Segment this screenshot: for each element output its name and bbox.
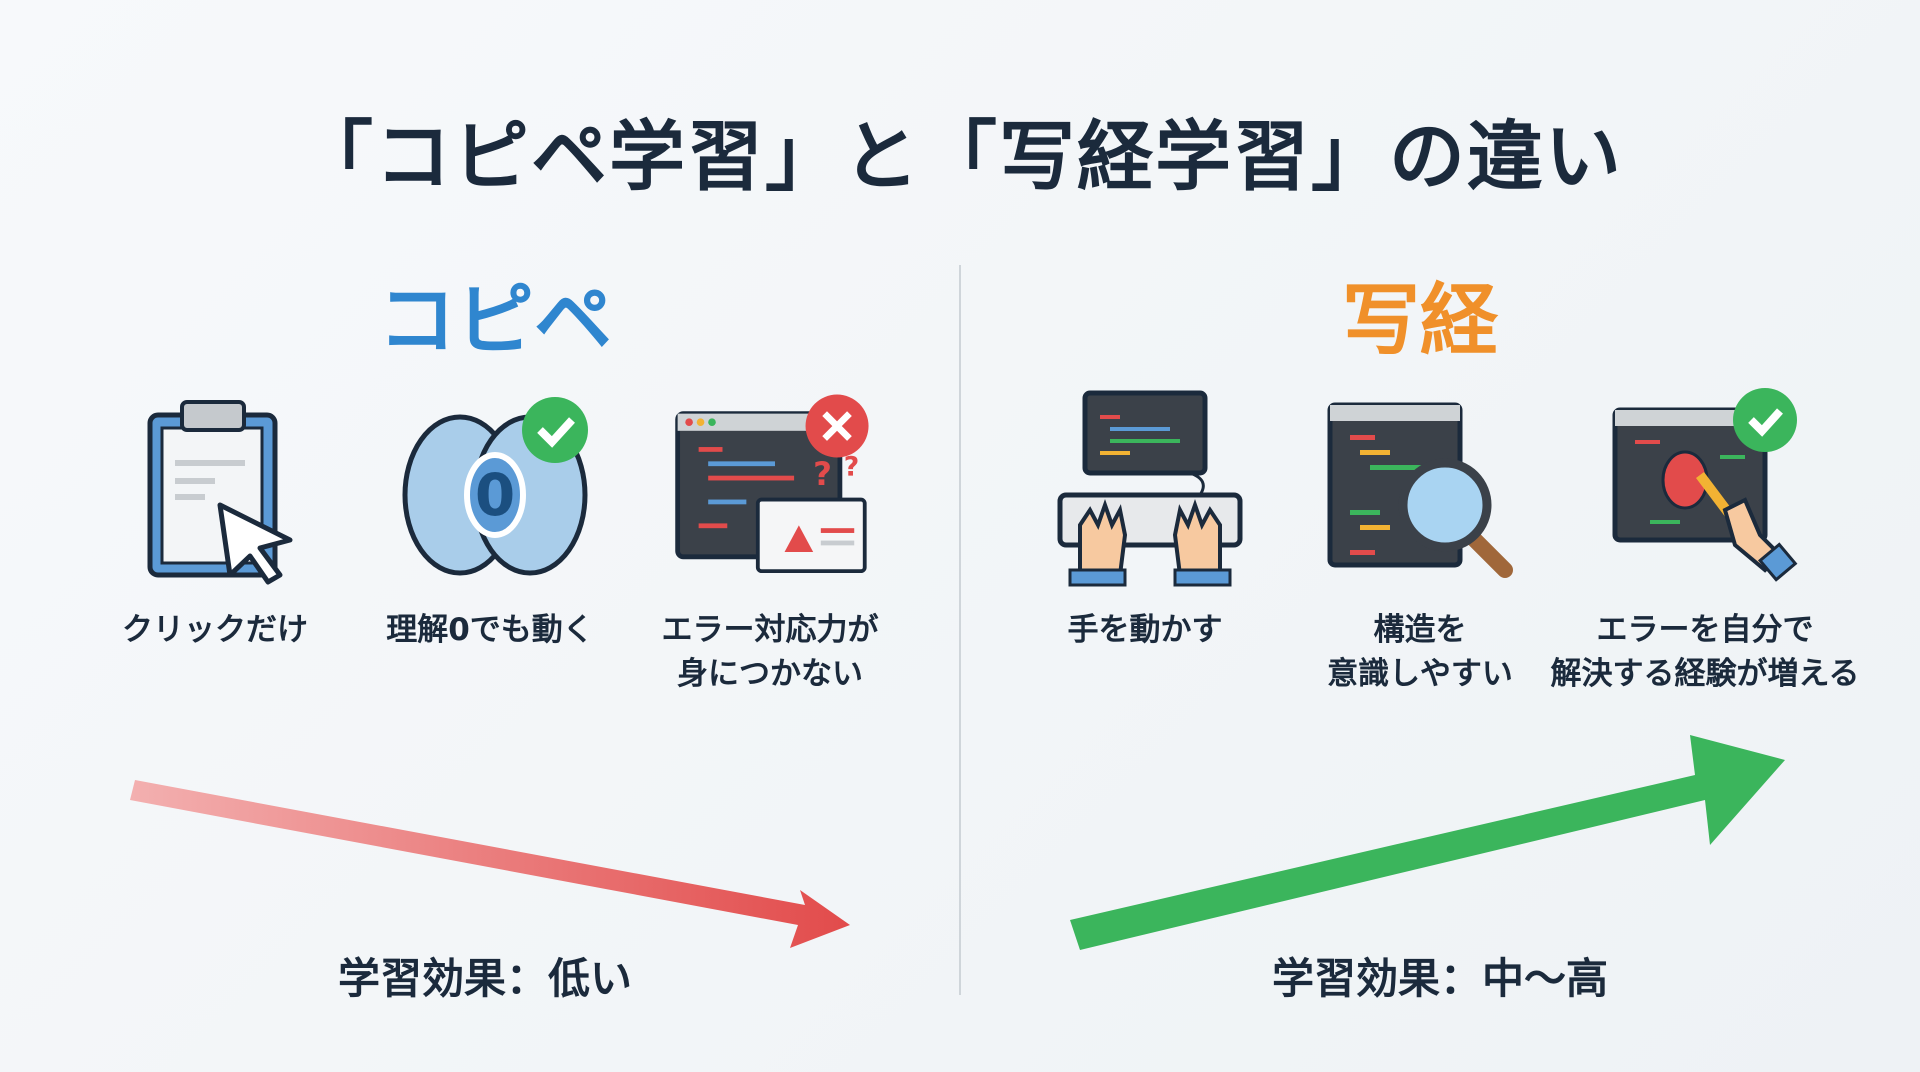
debug-check-icon [1612,388,1798,582]
label-move-hands: 手を動かす [1067,612,1223,648]
keyboard-typing-icon [1057,390,1243,587]
down-arrow-red [130,780,850,948]
effect-mid-high: 学習効果：中〜高 [1271,954,1608,1003]
copypaste-heading: コピペ [377,276,612,366]
divider [959,265,961,995]
label-works-without-understanding: 理解0でも動く [386,612,594,648]
clipboard-click-icon [147,400,293,585]
up-arrow-green [1070,735,1785,950]
svg-text:?: ? [813,455,832,493]
zero-digit: 0 [475,461,515,529]
label-click-only: クリックだけ [122,612,308,648]
label-aware-of-structure: 構造を意識しやすい [1327,612,1513,692]
code-error-icon: ?? [675,394,869,574]
code-magnifier-icon [1327,402,1513,578]
page-title: 「コピペ学習」と「写経学習」の違い [297,112,1623,201]
label-no-error-skill: エラー対応力が身につかない [661,612,879,692]
svg-text:?: ? [844,452,860,483]
effect-low: 学習効果：低い [337,954,632,1003]
label-solve-errors: エラーを自分で解決する経験が増える [1550,612,1860,692]
shakyo-heading: 写経 [1341,276,1498,366]
brain-zero-check-icon: 0 [402,397,588,576]
